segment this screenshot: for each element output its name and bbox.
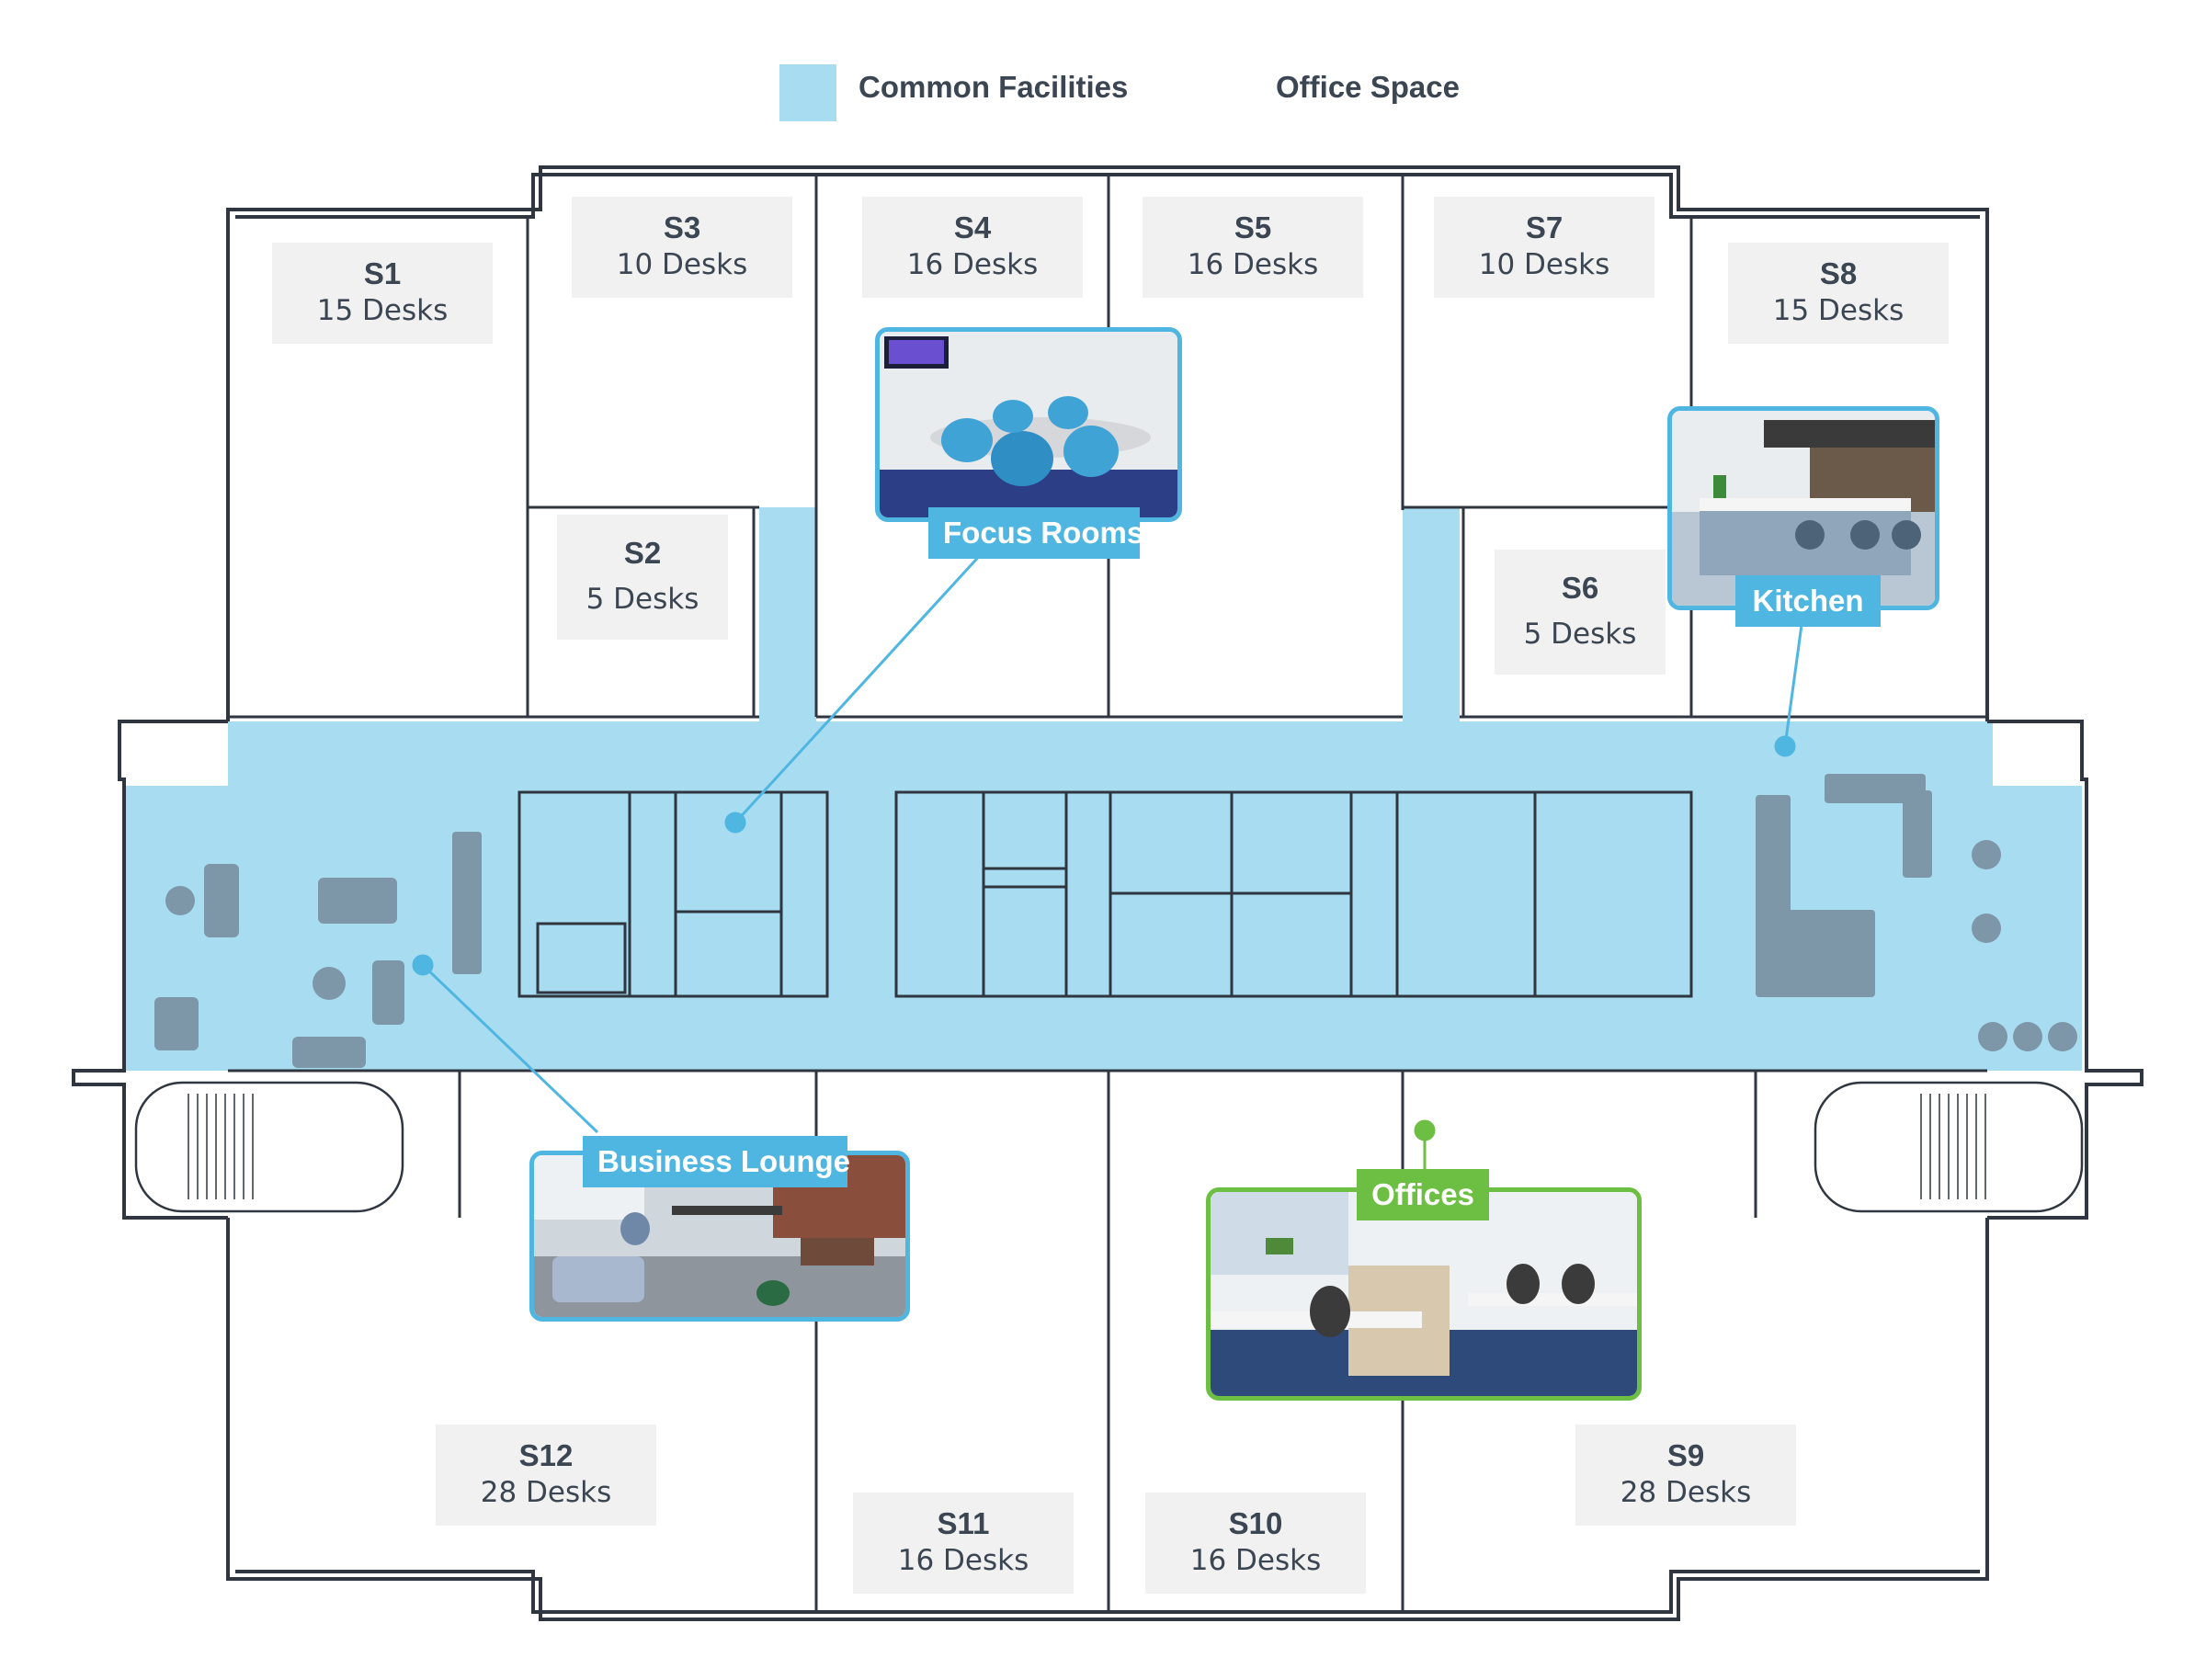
walls — [72, 165, 2143, 1621]
room-label-s12[interactable]: S12 28 Desks — [436, 1425, 656, 1526]
room-code: S1 — [363, 256, 402, 290]
room-code: S8 — [1819, 256, 1858, 290]
room-label-s5[interactable]: S5 16 Desks — [1143, 197, 1363, 298]
room-desks: 16 Desks — [897, 1544, 1029, 1577]
room-desks: 16 Desks — [906, 248, 1039, 281]
room-code: S6 — [1561, 571, 1599, 605]
room-code: S10 — [1228, 1506, 1283, 1540]
room-desks: 10 Desks — [616, 248, 748, 281]
room-code: S9 — [1666, 1438, 1705, 1472]
partitions — [228, 175, 1987, 1612]
room-label-s8[interactable]: S8 15 Desks — [1728, 243, 1949, 344]
room-code: S2 — [623, 536, 662, 570]
room-code: S7 — [1525, 210, 1564, 244]
room-desks: 28 Desks — [480, 1476, 612, 1509]
office-image — [1211, 1192, 1637, 1396]
room-label-s1[interactable]: S1 15 Desks — [272, 243, 493, 344]
room-label-s3[interactable]: S3 10 Desks — [572, 197, 792, 298]
room-code: S4 — [953, 210, 992, 244]
room-desks: 16 Desks — [1189, 1544, 1322, 1577]
focus-rooms-tag[interactable]: Focus Rooms — [928, 507, 1143, 559]
room-label-s11[interactable]: S11 16 Desks — [853, 1493, 1074, 1594]
room-desks: 15 Desks — [1772, 294, 1905, 327]
business-lounge-tag[interactable]: Business Lounge — [583, 1136, 850, 1187]
room-code: S12 — [518, 1438, 574, 1472]
room-label-s9[interactable]: S9 28 Desks — [1575, 1425, 1796, 1526]
kitchen-image — [1672, 411, 1935, 606]
furniture — [154, 774, 2077, 1068]
legend-office-label: Office Space — [1276, 70, 1460, 104]
room-desks: 5 Desks — [586, 583, 699, 616]
focus-rooms-photo[interactable] — [875, 327, 1182, 522]
room-desks: 16 Desks — [1187, 248, 1319, 281]
legend-common-swatch — [779, 64, 836, 121]
room-label-s10[interactable]: S10 16 Desks — [1145, 1493, 1366, 1594]
room-desks: 15 Desks — [316, 294, 449, 327]
stairwells — [134, 1081, 2084, 1213]
legend-common-label: Common Facilities — [859, 70, 1129, 104]
room-desks: 10 Desks — [1478, 248, 1610, 281]
room-code: S11 — [937, 1506, 990, 1540]
room-label-s2[interactable]: S2 5 Desks — [557, 515, 728, 640]
kitchen-tag[interactable]: Kitchen — [1735, 575, 1881, 627]
offices-tag[interactable]: Offices — [1357, 1169, 1489, 1220]
room-code: S5 — [1234, 210, 1272, 244]
room-label-s4[interactable]: S4 16 Desks — [862, 197, 1083, 298]
meeting-room-image — [880, 332, 1177, 517]
room-desks: 5 Desks — [1523, 618, 1637, 651]
room-label-s7[interactable]: S7 10 Desks — [1434, 197, 1654, 298]
building-core — [517, 790, 1693, 998]
offices-connector — [1414, 1119, 1436, 1176]
room-code: S3 — [663, 210, 701, 244]
offices-photo[interactable] — [1206, 1187, 1642, 1401]
callout-connectors — [412, 550, 1803, 1134]
room-label-s6[interactable]: S6 5 Desks — [1495, 550, 1666, 675]
room-desks: 28 Desks — [1620, 1476, 1752, 1509]
